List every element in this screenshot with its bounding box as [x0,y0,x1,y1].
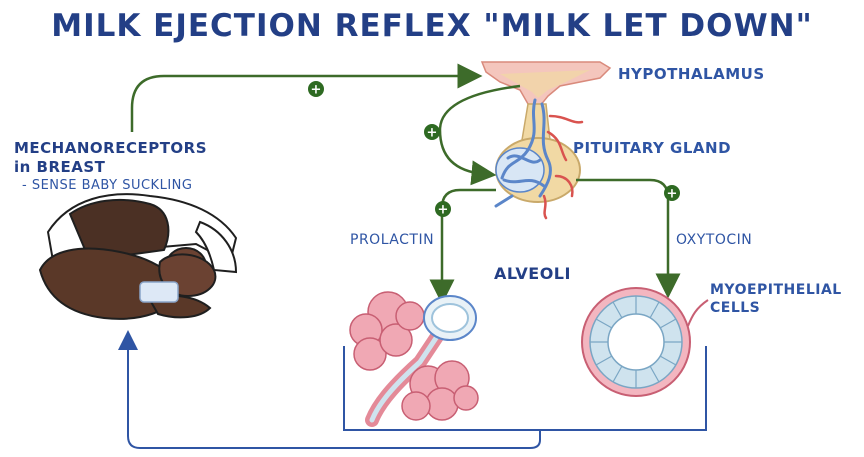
alveolus-lobe [353,337,387,371]
alveoli-bracket [343,346,707,431]
portal-vessels-blue [494,98,552,208]
alveolus-cross-section [581,287,709,397]
arrow-to-oxytocin-target [576,178,681,299]
portal-vessels-red [542,114,584,220]
prolactin-label: PROLACTIN [350,232,435,248]
plus-mark: + [438,203,449,218]
epithelial-cells [590,296,682,388]
arrow-to-prolactin-target [429,188,496,305]
alveolus-lobe [401,391,431,421]
plus-badge-2: + [424,124,440,141]
hypothalamus-pituitary-illustration [480,61,612,220]
arrow-breast-to-hypothalamus [130,63,483,132]
plus-badge-4: + [664,185,680,202]
alveolus-lobe [379,323,413,357]
plus-badge-3: + [435,201,451,218]
sense-baby-suckling-label: - SENSE BABY SUCKLING [22,178,193,193]
mother-sleeve [194,220,238,274]
alveolus-lobe [425,387,459,421]
pituitary-lobe-anterior [495,147,545,193]
plus-badges: + + + + [308,81,680,218]
baby-cloth [139,281,179,303]
hypothalamus-label: HYPOTHALAMUS [618,65,765,83]
alveolus-lobe [395,301,425,331]
plus-mark: + [311,83,322,98]
pituitary-stalk [521,103,551,141]
hypothalamus-tissue-inner [500,70,590,98]
alveoli-label: ALVEOLI [494,264,571,283]
page-title: MILK EJECTION REFLEX "MILK LET DOWN" [51,8,813,44]
oxytocin-label: OXYTOCIN [676,232,753,248]
mechanoreceptors-label-line1: MECHANORECEPTORS [14,139,208,157]
alveolus-lobe [453,385,479,411]
myoepithelial-label-line2: CELLS [710,300,761,316]
alveoli-cluster-illustration [349,291,479,427]
plus-mark: + [667,187,678,202]
arrow-hypothalamus-to-pituitary [438,84,521,186]
myoepithelial-label-line1: MYOEPITHELIAL [710,282,842,298]
arrow-alveoli-to-breast [118,330,541,449]
pituitary-gland-label: PITUITARY GLAND [573,139,732,157]
plus-mark: + [427,126,438,141]
mother-baby-illustration [38,193,238,320]
mechanoreceptors-label-line2: in BREAST [14,158,106,176]
plus-badge-1: + [308,81,324,98]
mother-body [68,198,170,258]
myoepithelial-pointer [687,299,709,327]
